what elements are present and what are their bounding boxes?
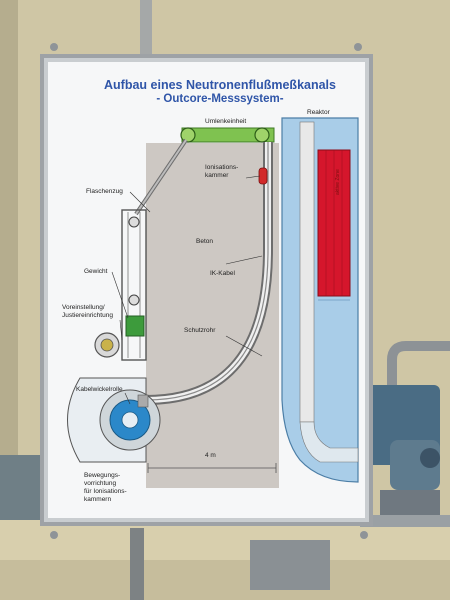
weight-block — [125, 315, 145, 337]
screw-tr — [354, 43, 362, 51]
support-arm-inner — [135, 139, 187, 215]
floor-strip — [0, 560, 450, 600]
label-umlenkeinheit: Umlenkeinheit — [205, 118, 247, 125]
label-beton: Beton — [196, 238, 213, 245]
label-ik-kabel: IK-Kabel — [210, 270, 235, 277]
reactor-wall-hatched — [299, 121, 315, 423]
reel-hub — [121, 411, 139, 429]
reel-clamp — [137, 394, 149, 408]
label-reaktor: Reaktor — [307, 109, 330, 116]
bracket-bottom — [250, 540, 330, 590]
label-bewegungsvorrichtung: Bewegungs- vorrichtung für Ionisations- … — [84, 472, 127, 503]
conduit-top — [140, 0, 152, 55]
leader-ik-kabel — [225, 255, 263, 265]
label-kabelwickelrolle: Kabelwickelrolle — [76, 386, 123, 393]
screw-bl — [50, 531, 58, 539]
wall-shadow-left — [0, 0, 18, 600]
conduit-bottom — [130, 528, 144, 600]
leader-kabelwickelrolle — [124, 392, 131, 405]
label-core: aktive Zone — [335, 169, 341, 195]
label-flaschenzug: Flaschenzug — [86, 188, 123, 195]
valve-knob — [420, 448, 440, 468]
ionisation-chamber — [258, 167, 268, 185]
pulley-left — [180, 127, 196, 143]
leader-schutzrohr — [225, 335, 263, 357]
adjust-gear-hub — [100, 338, 114, 352]
poster-subtitle: - Outcore-Messsystem- — [156, 93, 284, 105]
leader-gewicht — [111, 271, 129, 319]
label-distance: 4 m — [205, 452, 216, 459]
screw-br — [360, 531, 368, 539]
label-ionisationskammer: Ionisations- kammer — [205, 164, 239, 179]
screw-tl — [50, 43, 58, 51]
ik-cable — [145, 142, 269, 401]
reactor-bottom-liner — [299, 421, 359, 463]
pipe-right — [387, 341, 450, 420]
label-voreinstellung: Voreinstellung/ Justiereinrichtung — [62, 304, 113, 319]
pulley-right — [254, 127, 270, 143]
label-gewicht: Gewicht — [84, 268, 108, 275]
pipe-bottom — [360, 515, 450, 527]
poster-title: Aufbau eines Neutronenflußmeßkanals — [104, 78, 336, 92]
leader-voreinstellung — [119, 319, 123, 341]
label-schutzrohr: Schutzrohr — [184, 327, 216, 334]
hoist-frame — [121, 209, 147, 361]
leader-ionisationskammer — [245, 175, 261, 179]
hoist-pulley-top — [128, 216, 140, 228]
hoist-pulley-mid — [128, 294, 140, 306]
leader-flaschenzug — [129, 191, 151, 213]
